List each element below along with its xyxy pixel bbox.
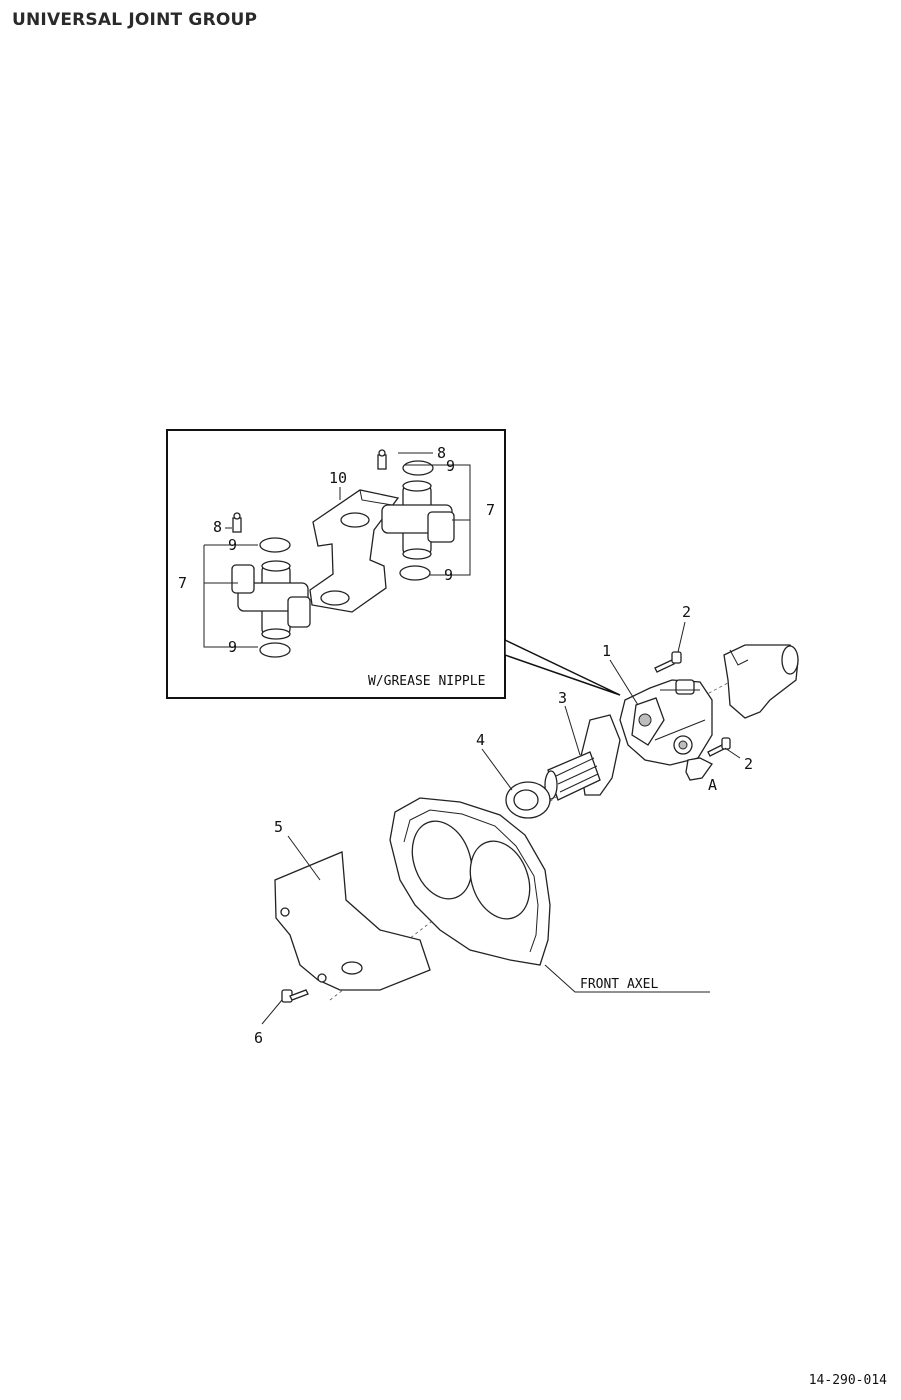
flange-yoke-shaft <box>723 644 799 719</box>
snap-ring-9c <box>402 460 434 476</box>
grease-nipple-8a <box>232 512 242 533</box>
bolt-6 <box>281 989 309 1003</box>
cross-spider-left <box>231 560 311 640</box>
bolt-2-lower <box>707 737 731 757</box>
universal-joint-assembly-1 <box>619 679 713 766</box>
inset-caption: W/GREASE NIPPLE <box>368 674 485 689</box>
callout-9b: 9 <box>228 638 237 656</box>
callout-8b: 8 <box>437 444 446 462</box>
cross-spider-right <box>381 480 455 560</box>
grease-nipple-8b <box>377 449 387 470</box>
view-marker-label: A <box>708 776 717 794</box>
axle-housing <box>389 797 551 966</box>
snap-ring-9d <box>399 565 431 581</box>
cover-plate-5 <box>274 851 431 991</box>
oil-seal-4 <box>505 781 551 819</box>
callout-10: 10 <box>329 469 347 487</box>
callout-2-upper: 2 <box>682 603 691 621</box>
view-arrow-a <box>685 757 713 781</box>
callout-4: 4 <box>476 731 485 749</box>
bolt-2-upper <box>654 651 682 673</box>
callout-3: 3 <box>558 689 567 707</box>
inset-detail-grease-nipple: 8 9 7 9 10 8 9 7 9 W/GREASE NIPPLE <box>166 429 621 699</box>
callout-9c: 9 <box>446 457 455 475</box>
page-title: UNIVERSAL JOINT GROUP <box>12 10 258 30</box>
callout-9a: 9 <box>228 536 237 554</box>
drawing-number: 14-290-014 <box>808 1373 887 1388</box>
main-leader-lines <box>261 621 741 1025</box>
callout-5: 5 <box>274 818 283 836</box>
front-axle-label: FRONT AXEL <box>580 977 658 992</box>
callout-2-lower: 2 <box>744 755 753 773</box>
callout-6: 6 <box>254 1029 263 1047</box>
yoke-part-10 <box>309 489 400 613</box>
callout-1: 1 <box>602 642 611 660</box>
callout-8a: 8 <box>213 518 222 536</box>
snap-ring-9b <box>259 642 291 658</box>
callout-7a: 7 <box>178 574 187 592</box>
snap-ring-9a <box>259 537 291 553</box>
splined-shaft-3 <box>544 714 621 801</box>
callout-9d: 9 <box>444 566 453 584</box>
callout-7b: 7 <box>486 501 495 519</box>
inset-leader-lines <box>203 452 471 648</box>
